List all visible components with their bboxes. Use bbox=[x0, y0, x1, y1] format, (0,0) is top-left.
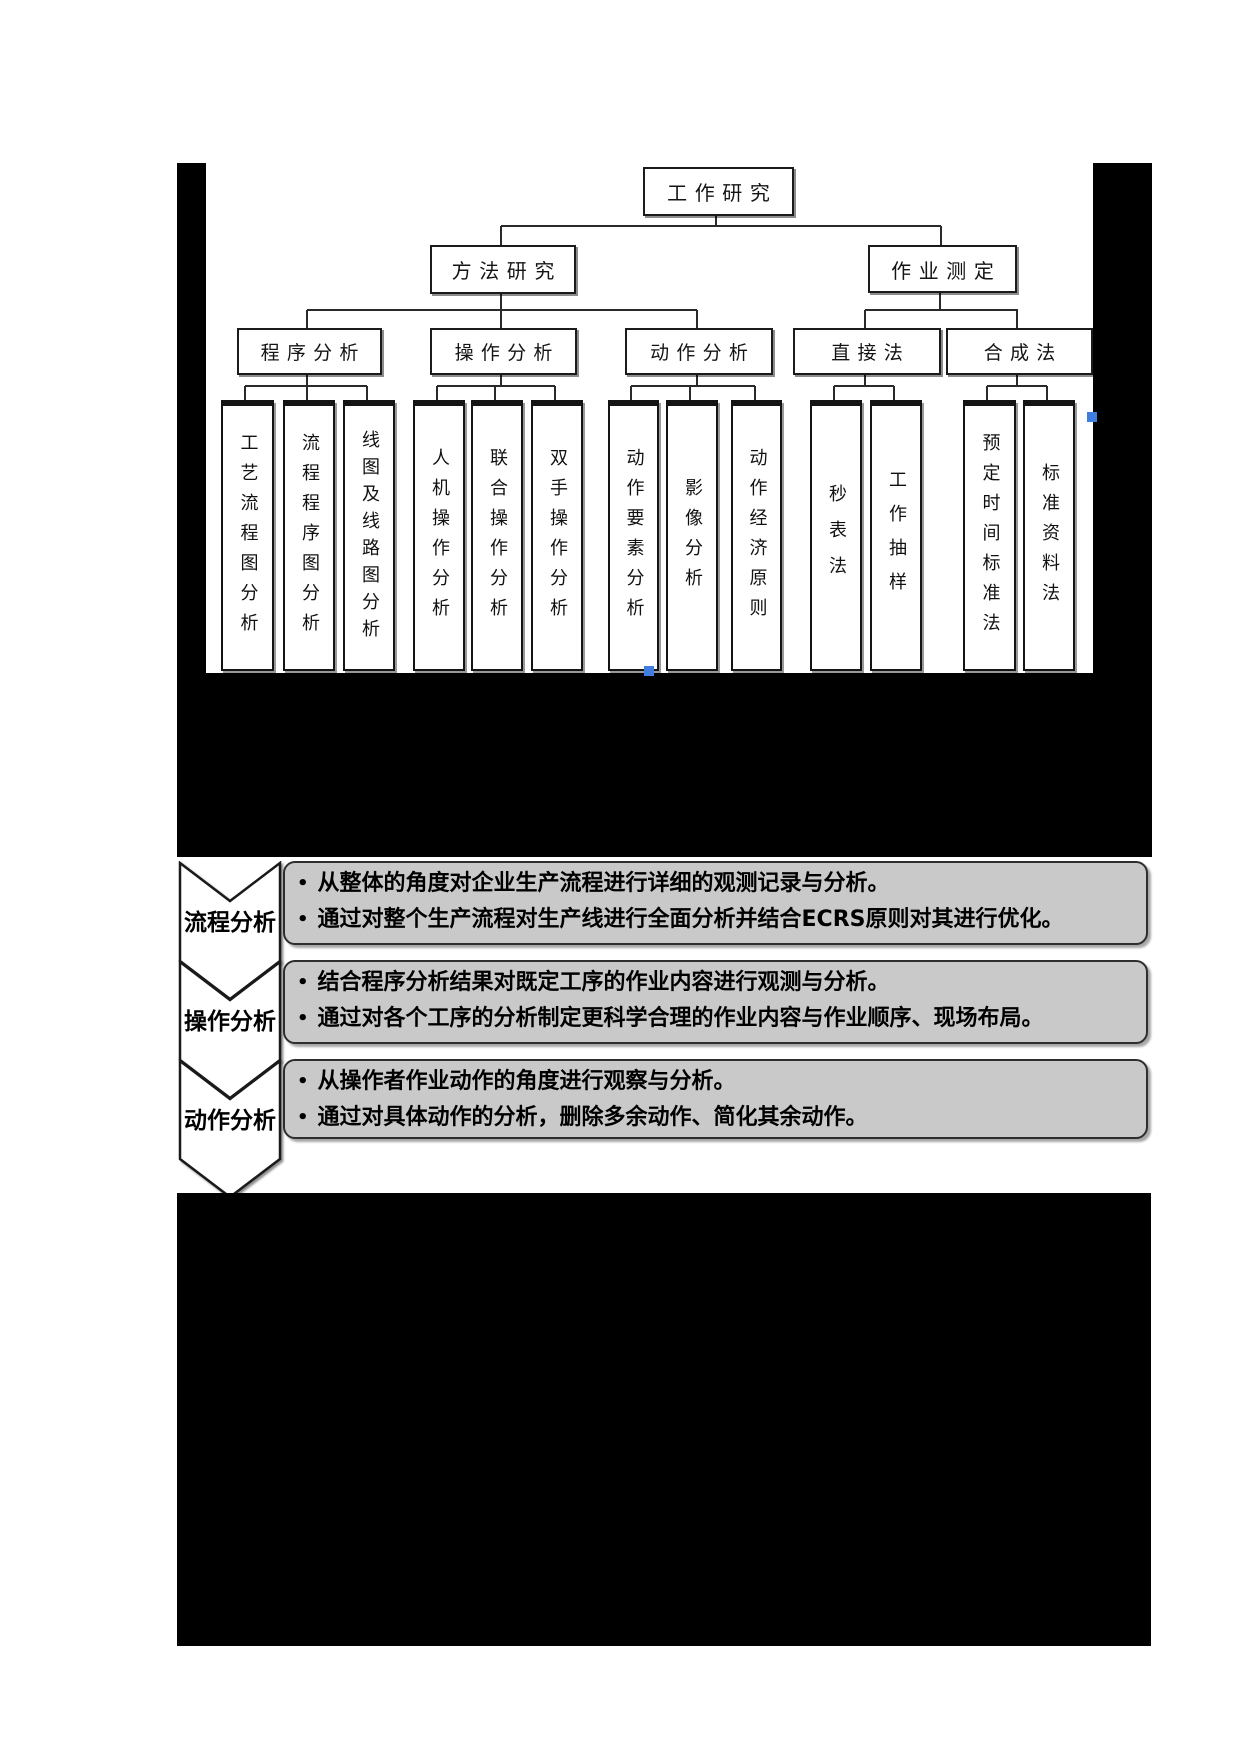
org-node-work-measurement: 作业测定 bbox=[868, 245, 1017, 293]
org-leaf-label: 线图及线路图分析 bbox=[359, 429, 380, 646]
process-step-label: 动作分析 bbox=[184, 1108, 276, 1134]
org-node-label: 操作分析 bbox=[454, 342, 560, 364]
org-leaf: 流程程序图分析 bbox=[283, 400, 335, 671]
process-step-description: • 从整体的角度对企业生产流程进行详细的观测记录与分析。 • 通过对整个生产流程对生… bbox=[283, 861, 1148, 945]
process-step-label: 操作分析 bbox=[184, 1009, 276, 1035]
org-leaf: 双手操作分析 bbox=[531, 400, 583, 671]
org-leaf-label: 影像分析 bbox=[682, 477, 703, 598]
bullet-item: • 从整体的角度对企业生产流程进行详细的观测记录与分析。 bbox=[297, 866, 1134, 902]
org-node-method-study: 方法研究 bbox=[430, 245, 576, 294]
org-node-direct-method: 直接法 bbox=[793, 328, 941, 375]
bullet-icon: • bbox=[297, 1071, 309, 1092]
process-step-description: • 从操作者作业动作的角度进行观察与分析。 • 通过对具体动作的分析，删除多余动作、… bbox=[283, 1059, 1148, 1139]
bullet-icon: • bbox=[297, 909, 309, 930]
bullet-icon: • bbox=[297, 972, 309, 993]
org-leaf: 预定时间标准法 bbox=[963, 400, 1016, 671]
bullet-text: 从操作者作业动作的角度进行观察与分析。 bbox=[317, 1069, 736, 1094]
bullet-icon: • bbox=[297, 873, 309, 894]
org-leaf: 工艺流程图分析 bbox=[221, 400, 274, 671]
bullet-text: 通过对整个生产流程对生产线进行全面分析并结合ECRS原则对其进行优化。 bbox=[317, 907, 1064, 932]
org-leaf-label: 预定时间标准法 bbox=[979, 432, 1001, 643]
org-node-label: 程序分析 bbox=[260, 342, 366, 364]
process-step-label: 流程分析 bbox=[184, 910, 276, 936]
bullet-item: • 通过对具体动作的分析，删除多余动作、简化其余动作。 bbox=[297, 1100, 1134, 1136]
org-node-root: 工作研究 bbox=[643, 167, 794, 216]
org-leaf: 标准资料法 bbox=[1023, 400, 1075, 671]
org-leaf: 联合操作分析 bbox=[471, 400, 523, 671]
org-leaf: 秒表法 bbox=[810, 400, 862, 671]
org-node-synthesis-method: 合成法 bbox=[946, 328, 1093, 375]
org-leaf-label: 联合操作分析 bbox=[487, 447, 508, 628]
org-leaf: 影像分析 bbox=[666, 400, 718, 671]
bullet-text: 通过对具体动作的分析，删除多余动作、简化其余动作。 bbox=[317, 1105, 868, 1130]
org-node-procedure-analysis: 程序分析 bbox=[237, 328, 382, 375]
org-node-operation-analysis: 操作分析 bbox=[430, 328, 577, 375]
chevron-arrow bbox=[178, 1059, 282, 1199]
bullet-item: • 通过对整个生产流程对生产线进行全面分析并结合ECRS原则对其进行优化。 bbox=[297, 902, 1134, 938]
org-leaf: 人机操作分析 bbox=[413, 400, 465, 671]
bullet-text: 结合程序分析结果对既定工序的作业内容进行观测与分析。 bbox=[317, 970, 890, 995]
org-node-label: 直接法 bbox=[831, 342, 910, 364]
org-leaf: 工作抽样 bbox=[870, 400, 922, 671]
org-node-motion-analysis: 动作分析 bbox=[625, 328, 773, 375]
org-node-label: 动作分析 bbox=[650, 342, 756, 364]
org-node-label: 合成法 bbox=[983, 342, 1063, 364]
selection-handle bbox=[644, 666, 654, 676]
org-leaf: 动作经济原则 bbox=[731, 400, 782, 671]
org-node-label: 方法研究 bbox=[451, 259, 562, 283]
bullet-text: 通过对各个工序的分析制定更科学合理的作业内容与作业顺序、现场布局。 bbox=[317, 1006, 1044, 1031]
redacted-image-block-top: 工作研究 方法研究 作业测定 程序分析 操作分析 动作分析 直接法 合成法 bbox=[177, 163, 1152, 857]
org-leaf: 线图及线路图分析 bbox=[343, 400, 395, 671]
bullet-item: • 通过对各个工序的分析制定更科学合理的作业内容与作业顺序、现场布局。 bbox=[297, 1001, 1134, 1037]
org-leaf-label: 流程程序图分析 bbox=[299, 432, 320, 643]
redacted-image-block-bottom bbox=[177, 1193, 1151, 1646]
bullet-item: • 从操作者作业动作的角度进行观察与分析。 bbox=[297, 1064, 1134, 1100]
org-leaf-label: 双手操作分析 bbox=[547, 447, 568, 628]
org-leaf-label: 工艺流程图分析 bbox=[237, 432, 259, 643]
org-node-label: 工作研究 bbox=[667, 181, 778, 205]
org-leaf: 动作要素分析 bbox=[608, 400, 659, 671]
selection-handle bbox=[1087, 412, 1097, 422]
org-leaf-label: 动作要素分析 bbox=[623, 447, 645, 628]
org-leaf-label: 标准资料法 bbox=[1039, 462, 1060, 613]
work-study-org-chart: 工作研究 方法研究 作业测定 程序分析 操作分析 动作分析 直接法 合成法 bbox=[206, 163, 1093, 673]
bullet-text: 从整体的角度对企业生产流程进行详细的观测记录与分析。 bbox=[317, 871, 890, 896]
process-step-description: • 结合程序分析结果对既定工序的作业内容进行观测与分析。 • 通过对各个工序的分析制… bbox=[283, 960, 1148, 1044]
bullet-item: • 结合程序分析结果对既定工序的作业内容进行观测与分析。 bbox=[297, 965, 1134, 1001]
org-leaf-label: 人机操作分析 bbox=[429, 447, 450, 628]
org-node-label: 作业测定 bbox=[891, 258, 1002, 283]
org-leaf-label: 秒表法 bbox=[826, 483, 847, 592]
bullet-icon: • bbox=[297, 1008, 309, 1029]
org-leaf-label: 工作抽样 bbox=[886, 469, 907, 606]
org-leaf-label: 动作经济原则 bbox=[746, 447, 768, 628]
bullet-icon: • bbox=[297, 1107, 309, 1128]
